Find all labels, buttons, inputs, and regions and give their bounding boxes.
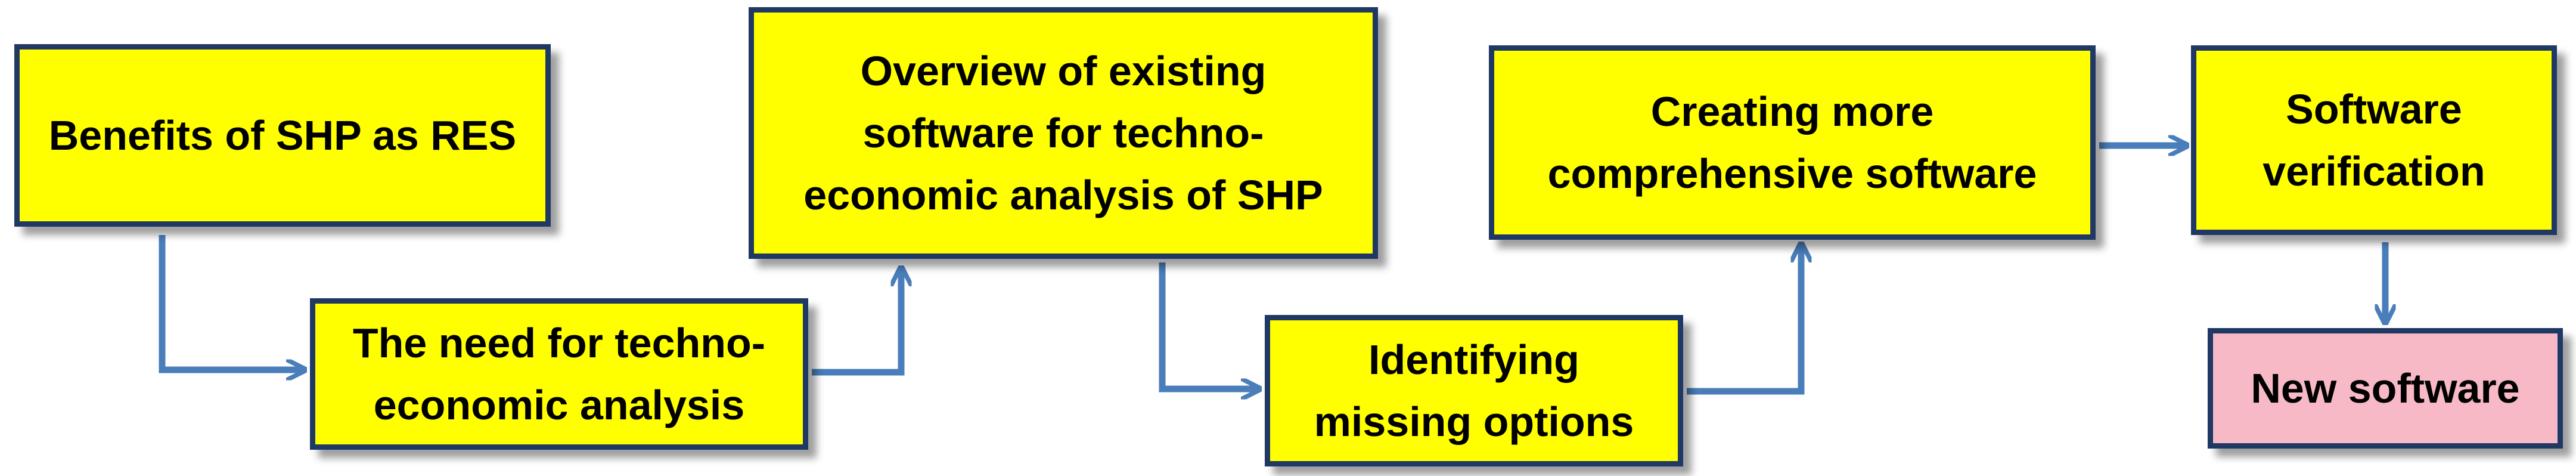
node-new-software: New software bbox=[2208, 328, 2563, 449]
node-overview: Overview of existing software for techno… bbox=[749, 7, 1378, 259]
arrow-missing-to-creating bbox=[1687, 246, 1801, 395]
arrow-benefits-to-need bbox=[159, 235, 303, 370]
node-benefits: Benefits of SHP as RES bbox=[14, 44, 551, 227]
node-creating: Creating more comprehensive software bbox=[1489, 45, 2096, 240]
node-need: The need for techno- economic analysis bbox=[310, 298, 808, 450]
node-verification: Software verification bbox=[2191, 45, 2557, 235]
arrow-overview-to-missing bbox=[1159, 262, 1258, 389]
arrow-need-to-overview bbox=[812, 270, 901, 376]
node-missing: Identifying missing options bbox=[1265, 315, 1683, 466]
